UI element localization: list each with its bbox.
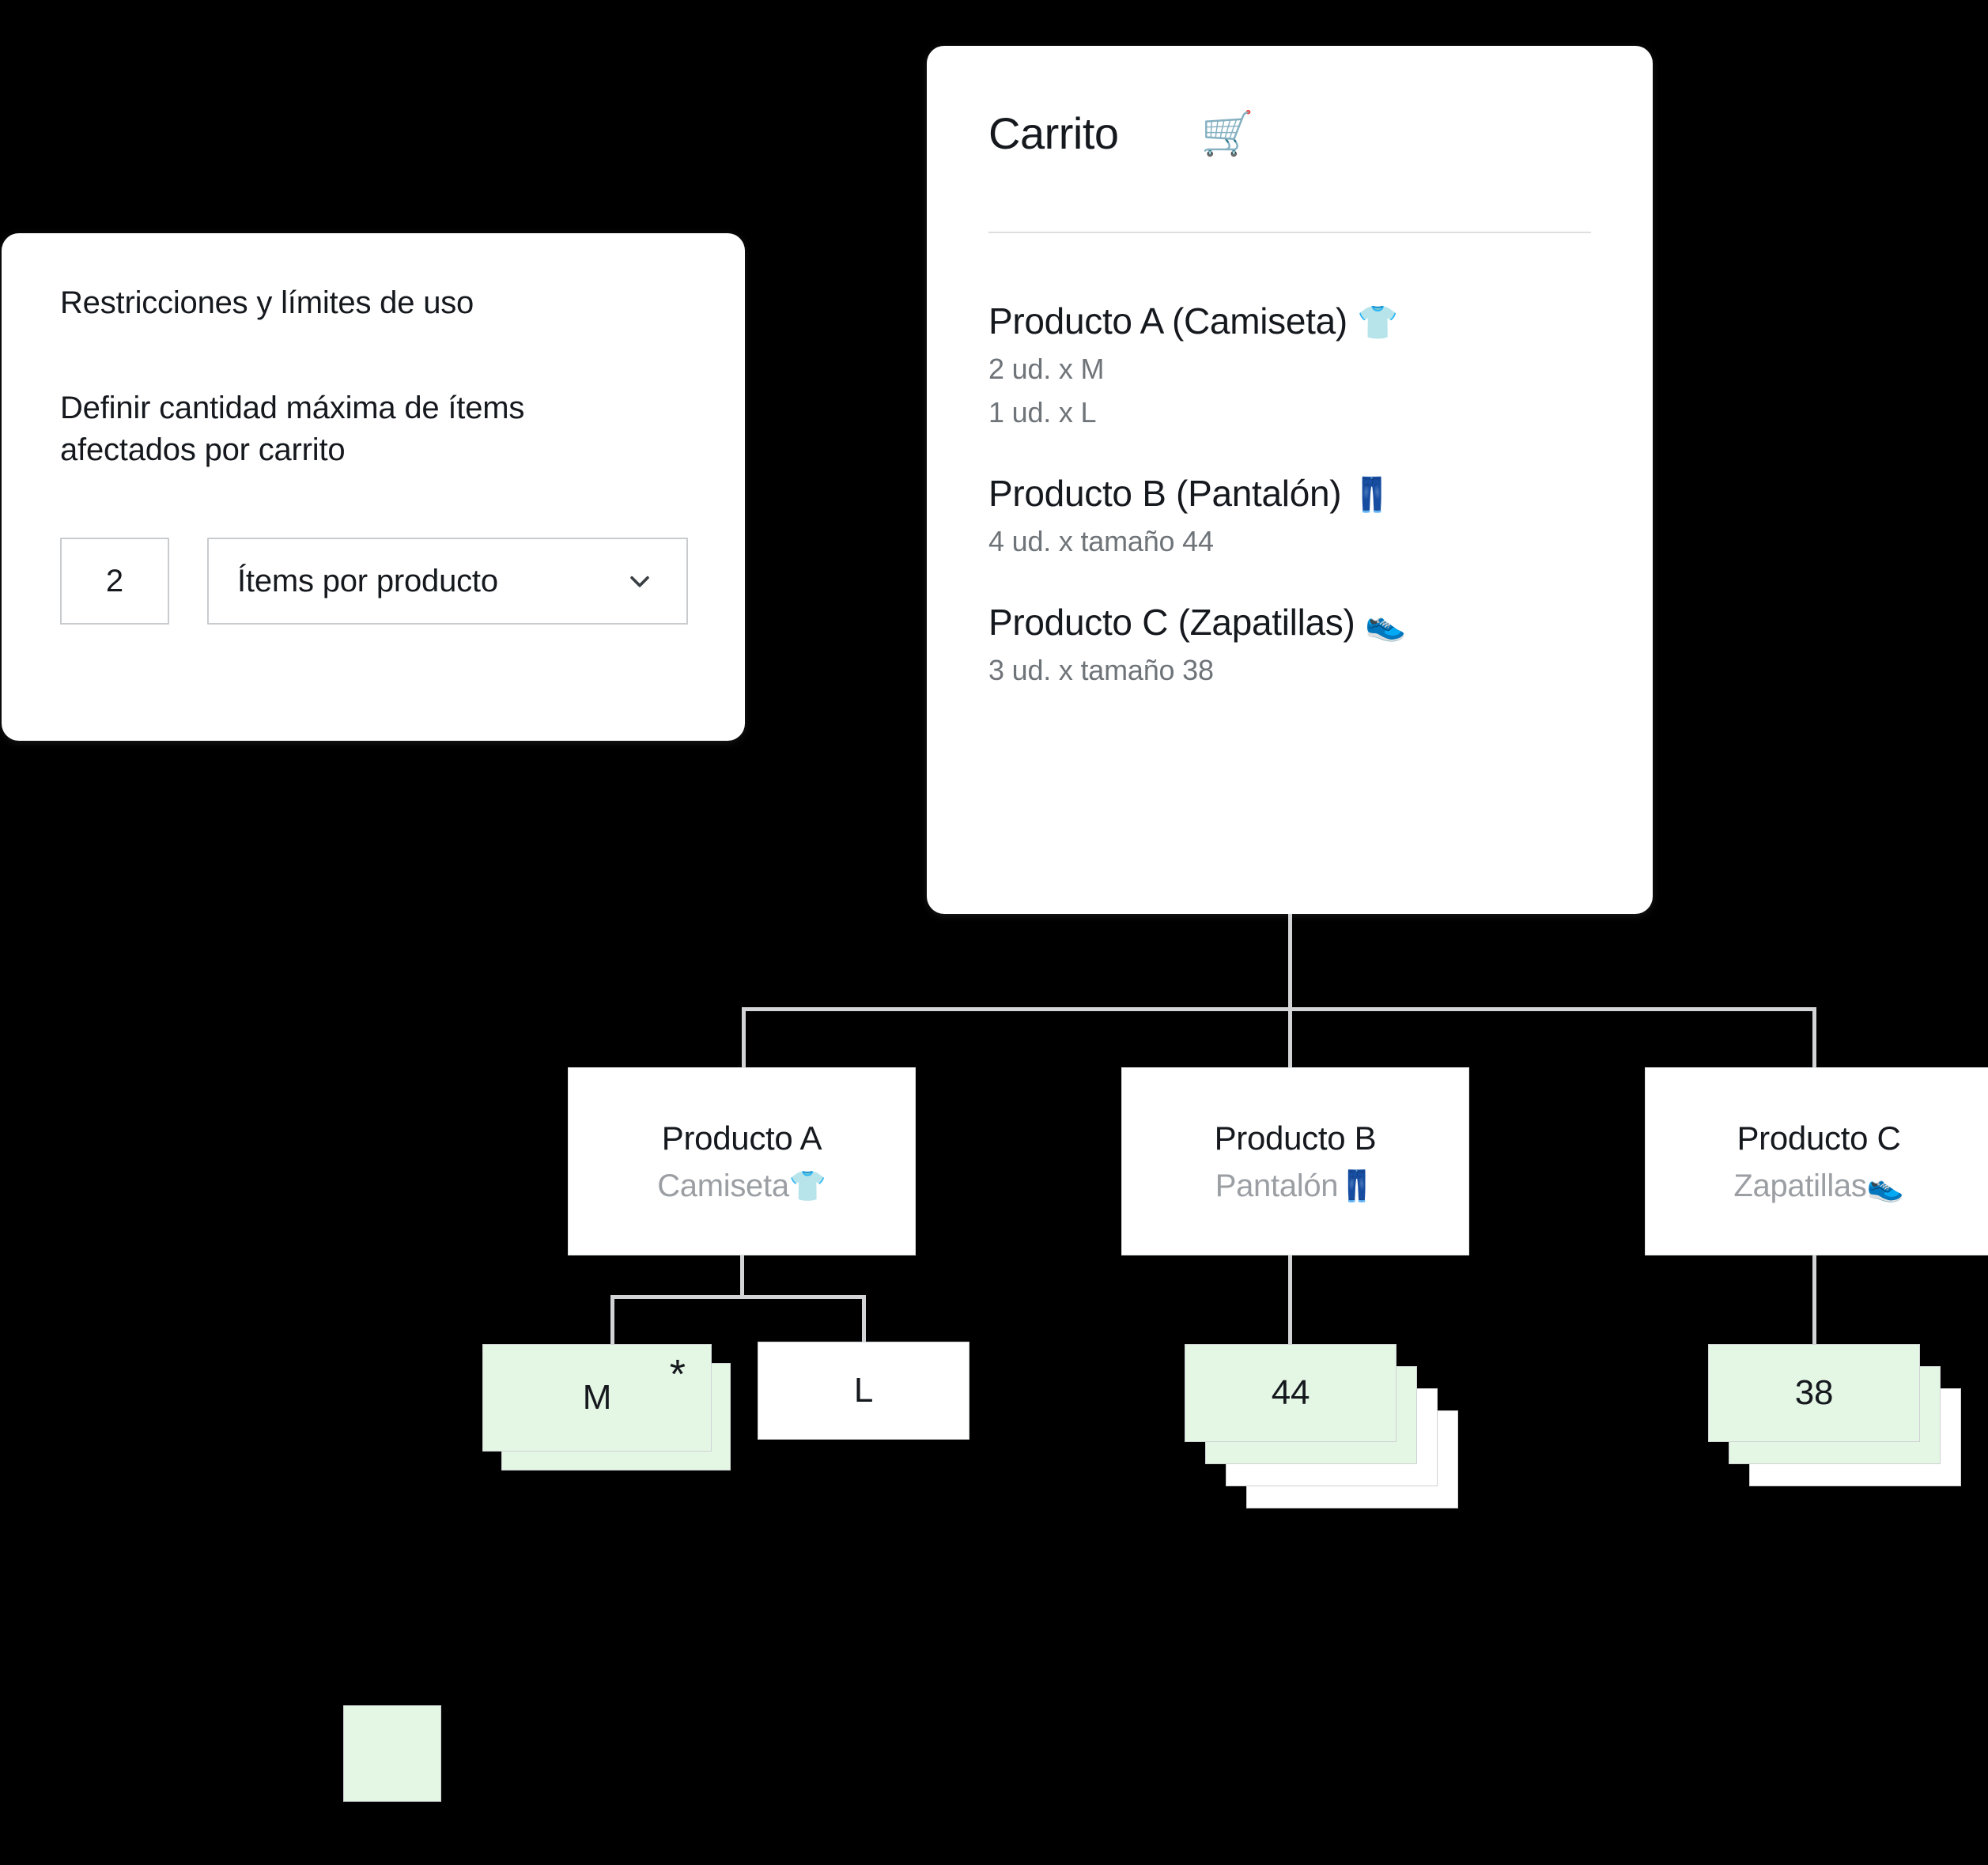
connector-products-bus	[743, 1007, 1816, 1011]
shopping-cart-icon: 🛒	[1200, 109, 1254, 157]
cart-item: Producto C (Zapatillas) 👟 3 ud. x tamaño…	[988, 600, 1613, 688]
node-subtitle: Camiseta👕	[657, 1168, 826, 1204]
sneaker-icon: 👟	[1364, 605, 1406, 643]
restrictions-description: Definir cantidad máxima de ítems afectad…	[60, 391, 525, 467]
cart-item-name: Producto B (Pantalón) 👖	[988, 471, 1613, 515]
restrictions-title: Restricciones y límites de uso	[60, 285, 474, 320]
cart-item-detail: 2 ud. x M	[988, 353, 1105, 386]
connector-to-producto-b	[1288, 1007, 1292, 1069]
restrictions-panel: Restricciones y límites de uso Definir c…	[2, 233, 745, 741]
cart-item-detail: 4 ud. x tamaño 44	[988, 525, 1214, 558]
tshirt-icon: 👕	[1357, 304, 1399, 341]
connector-cart-stem	[1288, 914, 1292, 1010]
variant-card-label: M	[582, 1378, 612, 1417]
node-title: Producto A	[661, 1119, 822, 1157]
cart-item-name-text: Producto C (Zapatillas)	[988, 602, 1355, 644]
variant-card-label: 44	[1271, 1373, 1310, 1412]
cart-item-list: Producto A (Camiseta) 👕 2 ud. x M 1 ud. …	[988, 299, 1613, 688]
items-scope-select[interactable]: Ítems por producto	[207, 538, 688, 625]
cart-item: Producto A (Camiseta) 👕 2 ud. x M 1 ud. …	[988, 299, 1613, 430]
connector-producto-b-stem	[1288, 1255, 1292, 1344]
cart-item-name-text: Producto A (Camiseta)	[988, 300, 1347, 342]
variant-stack-l: L	[758, 1342, 995, 1500]
cart-item-detail: 1 ud. x L	[988, 396, 1097, 429]
max-items-quantity-input[interactable]	[60, 538, 169, 625]
connector-producto-a-stem	[740, 1255, 744, 1297]
node-producto-a[interactable]: Producto A Camiseta👕	[568, 1067, 916, 1255]
cart-item-detail: 3 ud. x tamaño 38	[988, 654, 1214, 687]
cart-title: Carrito	[988, 108, 1119, 158]
variant-stack-38: 38	[1708, 1344, 1988, 1526]
connector-to-producto-c	[1812, 1007, 1816, 1069]
node-producto-b[interactable]: Producto B Pantalón👖	[1121, 1067, 1469, 1255]
node-subtitle-text: Pantalón	[1215, 1168, 1339, 1203]
node-title: Producto B	[1214, 1119, 1377, 1157]
cart-item-name: Producto A (Camiseta) 👕	[988, 299, 1613, 343]
variant-card-l[interactable]: L	[758, 1342, 969, 1440]
node-subtitle: Pantalón👖	[1215, 1168, 1376, 1204]
variant-card-label: L	[853, 1371, 874, 1410]
sneaker-icon: 👟	[1866, 1169, 1904, 1203]
connector-producto-c-stem	[1812, 1255, 1816, 1344]
node-title: Producto C	[1737, 1119, 1901, 1157]
connector-to-producto-a	[742, 1007, 746, 1069]
variant-stack-44: 44	[1185, 1344, 1517, 1550]
cart-panel: Carrito 🛒 Producto A (Camiseta) 👕 2 ud. …	[927, 46, 1653, 914]
tshirt-icon: 👕	[788, 1169, 826, 1203]
node-producto-c[interactable]: Producto C Zapatillas👟	[1645, 1067, 1988, 1255]
items-scope-select-value: Ítems por producto	[237, 563, 498, 598]
asterisk-marker: *	[669, 1352, 686, 1398]
connector-to-variant-l	[862, 1295, 866, 1344]
node-subtitle-text: Camiseta	[657, 1168, 789, 1203]
variant-card-38[interactable]: 38	[1708, 1344, 1920, 1442]
node-subtitle: Zapatillas👟	[1733, 1168, 1904, 1204]
variant-card-m[interactable]: M *	[482, 1344, 712, 1452]
cart-divider	[988, 232, 1591, 233]
cart-header: Carrito 🛒	[988, 108, 1254, 159]
connector-to-variant-m	[610, 1295, 614, 1344]
node-subtitle-text: Zapatillas	[1733, 1168, 1867, 1203]
variant-card-44[interactable]: 44	[1185, 1344, 1397, 1442]
cart-item: Producto B (Pantalón) 👖 4 ud. x tamaño 4…	[988, 471, 1613, 559]
variant-card-label: 38	[1794, 1373, 1834, 1412]
legend-highlight-swatch	[343, 1705, 441, 1802]
cart-item-name: Producto C (Zapatillas) 👟	[988, 600, 1613, 644]
variant-stack-m: M *	[482, 1344, 783, 1502]
restrictions-controls: Ítems por producto	[60, 538, 688, 625]
jeans-icon: 👖	[1351, 476, 1393, 514]
connector-variants-a-bus	[611, 1295, 866, 1299]
chevron-down-icon	[626, 568, 653, 595]
cart-item-name-text: Producto B (Pantalón)	[988, 473, 1342, 515]
jeans-icon: 👖	[1338, 1169, 1376, 1203]
